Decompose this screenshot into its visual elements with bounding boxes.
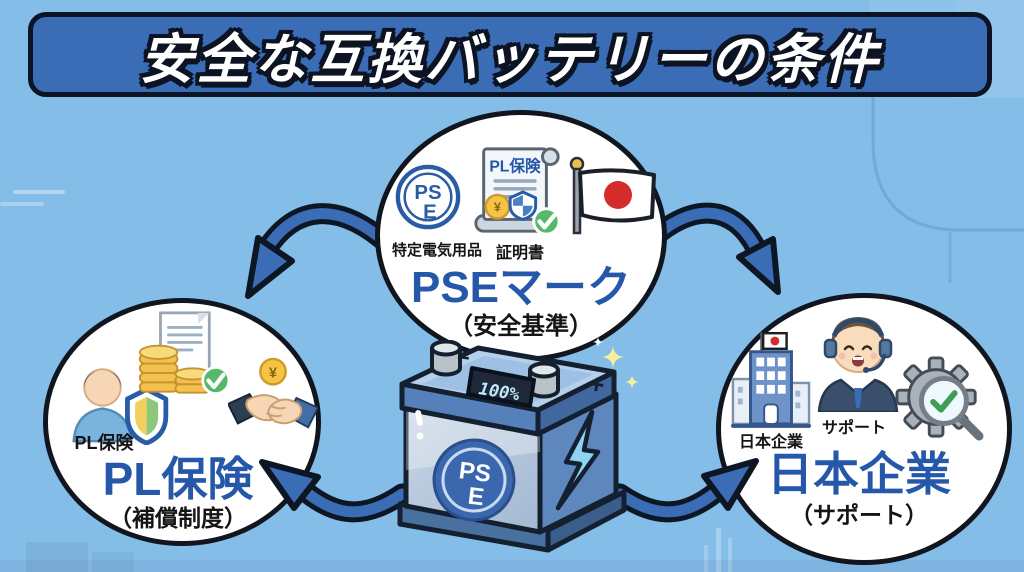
battery-terminal-icon [430,340,560,399]
node-sub-japan-company: （サポート） [790,502,928,528]
node-pl-insurance: PL保険 ¥ PL保険 （補償制度） [43,298,321,546]
handshake-yen-icon: ¥ [228,357,318,429]
battery-illustration: 100% − + PS E [397,340,627,553]
support-operator-icon [817,317,899,412]
certificate-icon: PL保険 ¥ [474,147,561,236]
node-sub-pse-mark: （安全基準） [449,313,593,340]
battery-pse-logo-icon: PS E [432,438,516,522]
node-japan-company: 日本企業 サポート 日本企業 （ [716,293,1012,565]
arrow-battery-to-right-icon [609,458,759,523]
yen-symbol: ¥ [269,366,278,382]
lightning-bolt-icon [555,409,601,511]
gear-check-magnifier-icon [895,356,984,441]
title-banner: 安全な互換バッテリーの条件 [28,12,992,97]
plus-mark: + [587,368,606,400]
japan-flag-icon [569,156,656,235]
pse-logo-ps: PS [414,182,441,204]
node-title-pl-insurance: PL保険 [102,453,254,505]
node-pse-mark: PS E PL保険 ¥ 特定電気用品 証明書 PSEマーク （安全基準） [375,110,667,362]
company-building-icon [731,331,811,428]
support-icon-caption: サポート [821,420,886,437]
arrow-top-to-left-icon [245,203,403,299]
company-icon-caption: 日本企業 [738,434,803,451]
pse-logo-e: E [423,201,437,223]
pse-mark-icon-caption: 特定電気用品 [391,242,482,259]
sparkle-icon [593,337,639,389]
node-sub-pl-insurance: （補償制度） [109,505,247,531]
certificate-header: PL保険 [489,156,541,175]
battery-pse-e: E [466,482,485,511]
coins-document-check-icon [138,311,230,396]
arrow-battery-to-left-icon [259,459,413,523]
node-title-japan-company: 日本企業 [767,448,951,500]
battery-charge-display: 100% [466,366,536,408]
battery-pse-ps: PS [457,457,492,488]
page-title: 安全な互換バッテリーの条件 [139,30,881,90]
pse-mark-icon: PS E [395,164,461,230]
minus-mark: − [455,344,471,371]
insured-person-shield-icon [72,368,169,445]
certificate-icon-caption: 証明書 [495,245,544,262]
insurance-icon-caption: PL保険 [74,433,134,453]
node-title-pse-mark: PSEマーク [410,263,632,312]
yen-symbol: ¥ [494,200,502,215]
